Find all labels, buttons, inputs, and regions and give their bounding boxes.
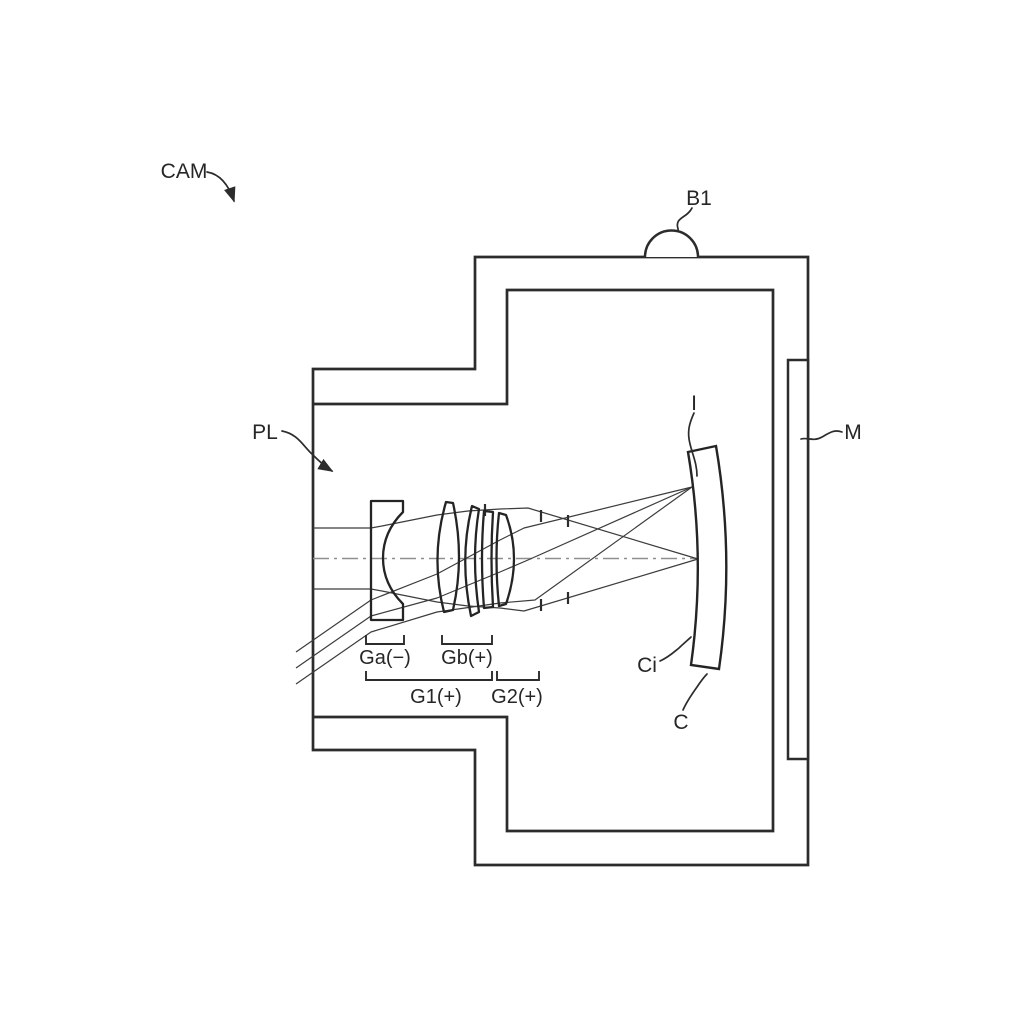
axial-ray-lower [313, 558, 699, 612]
oblique-ray-3 [295, 486, 693, 685]
pl-leader-arrow [281, 430, 334, 472]
bracket-gb [441, 635, 493, 645]
lens-ga-negative-meniscus [369, 499, 405, 622]
label-group-g2: G2(+) [491, 686, 543, 708]
c-leader [682, 673, 708, 711]
monitor-panel [786, 358, 810, 761]
lens-group-brackets [365, 635, 540, 681]
camera-body-outline [311, 255, 810, 867]
lens-gb-element-1 [436, 500, 461, 614]
label-c: C [673, 711, 688, 734]
body-inner-wall [313, 288, 775, 833]
label-b1: B1 [686, 187, 712, 210]
bracket-g1 [365, 671, 493, 681]
m-leader [800, 430, 843, 441]
b1-leader [676, 207, 693, 232]
label-pl: PL [252, 421, 278, 444]
label-i: I [691, 392, 697, 415]
release-button-bump [643, 229, 700, 258]
label-cam: CAM [161, 160, 208, 183]
bracket-g2 [496, 671, 540, 681]
body-outer-wall [311, 255, 810, 867]
i-leader [687, 412, 698, 477]
lens-elements [369, 499, 516, 622]
label-m: M [844, 421, 862, 444]
label-group-g1: G1(+) [410, 686, 462, 708]
lens-g2-rear-element [495, 511, 516, 608]
curved-sensor [686, 444, 728, 671]
leader-lines [206, 171, 843, 711]
label-group-ga: Ga(−) [359, 647, 411, 669]
ray-tick-marks [483, 504, 570, 611]
cam-leader-arrow [206, 171, 236, 203]
lens-gb-element-3 [480, 509, 495, 610]
label-ci: Ci [637, 654, 657, 677]
axial-ray-upper [313, 507, 699, 560]
bracket-ga [365, 635, 405, 645]
oblique-ray-1 [295, 486, 693, 653]
figure-labels: CAM B1 PL M I Ci C Ga(−) Gb(+) G1(+) G2(… [161, 160, 862, 734]
lens-gb-element-2 [464, 504, 481, 618]
label-group-gb: Gb(+) [441, 647, 493, 669]
ci-leader [659, 636, 692, 662]
oblique-ray-2 [295, 486, 693, 669]
